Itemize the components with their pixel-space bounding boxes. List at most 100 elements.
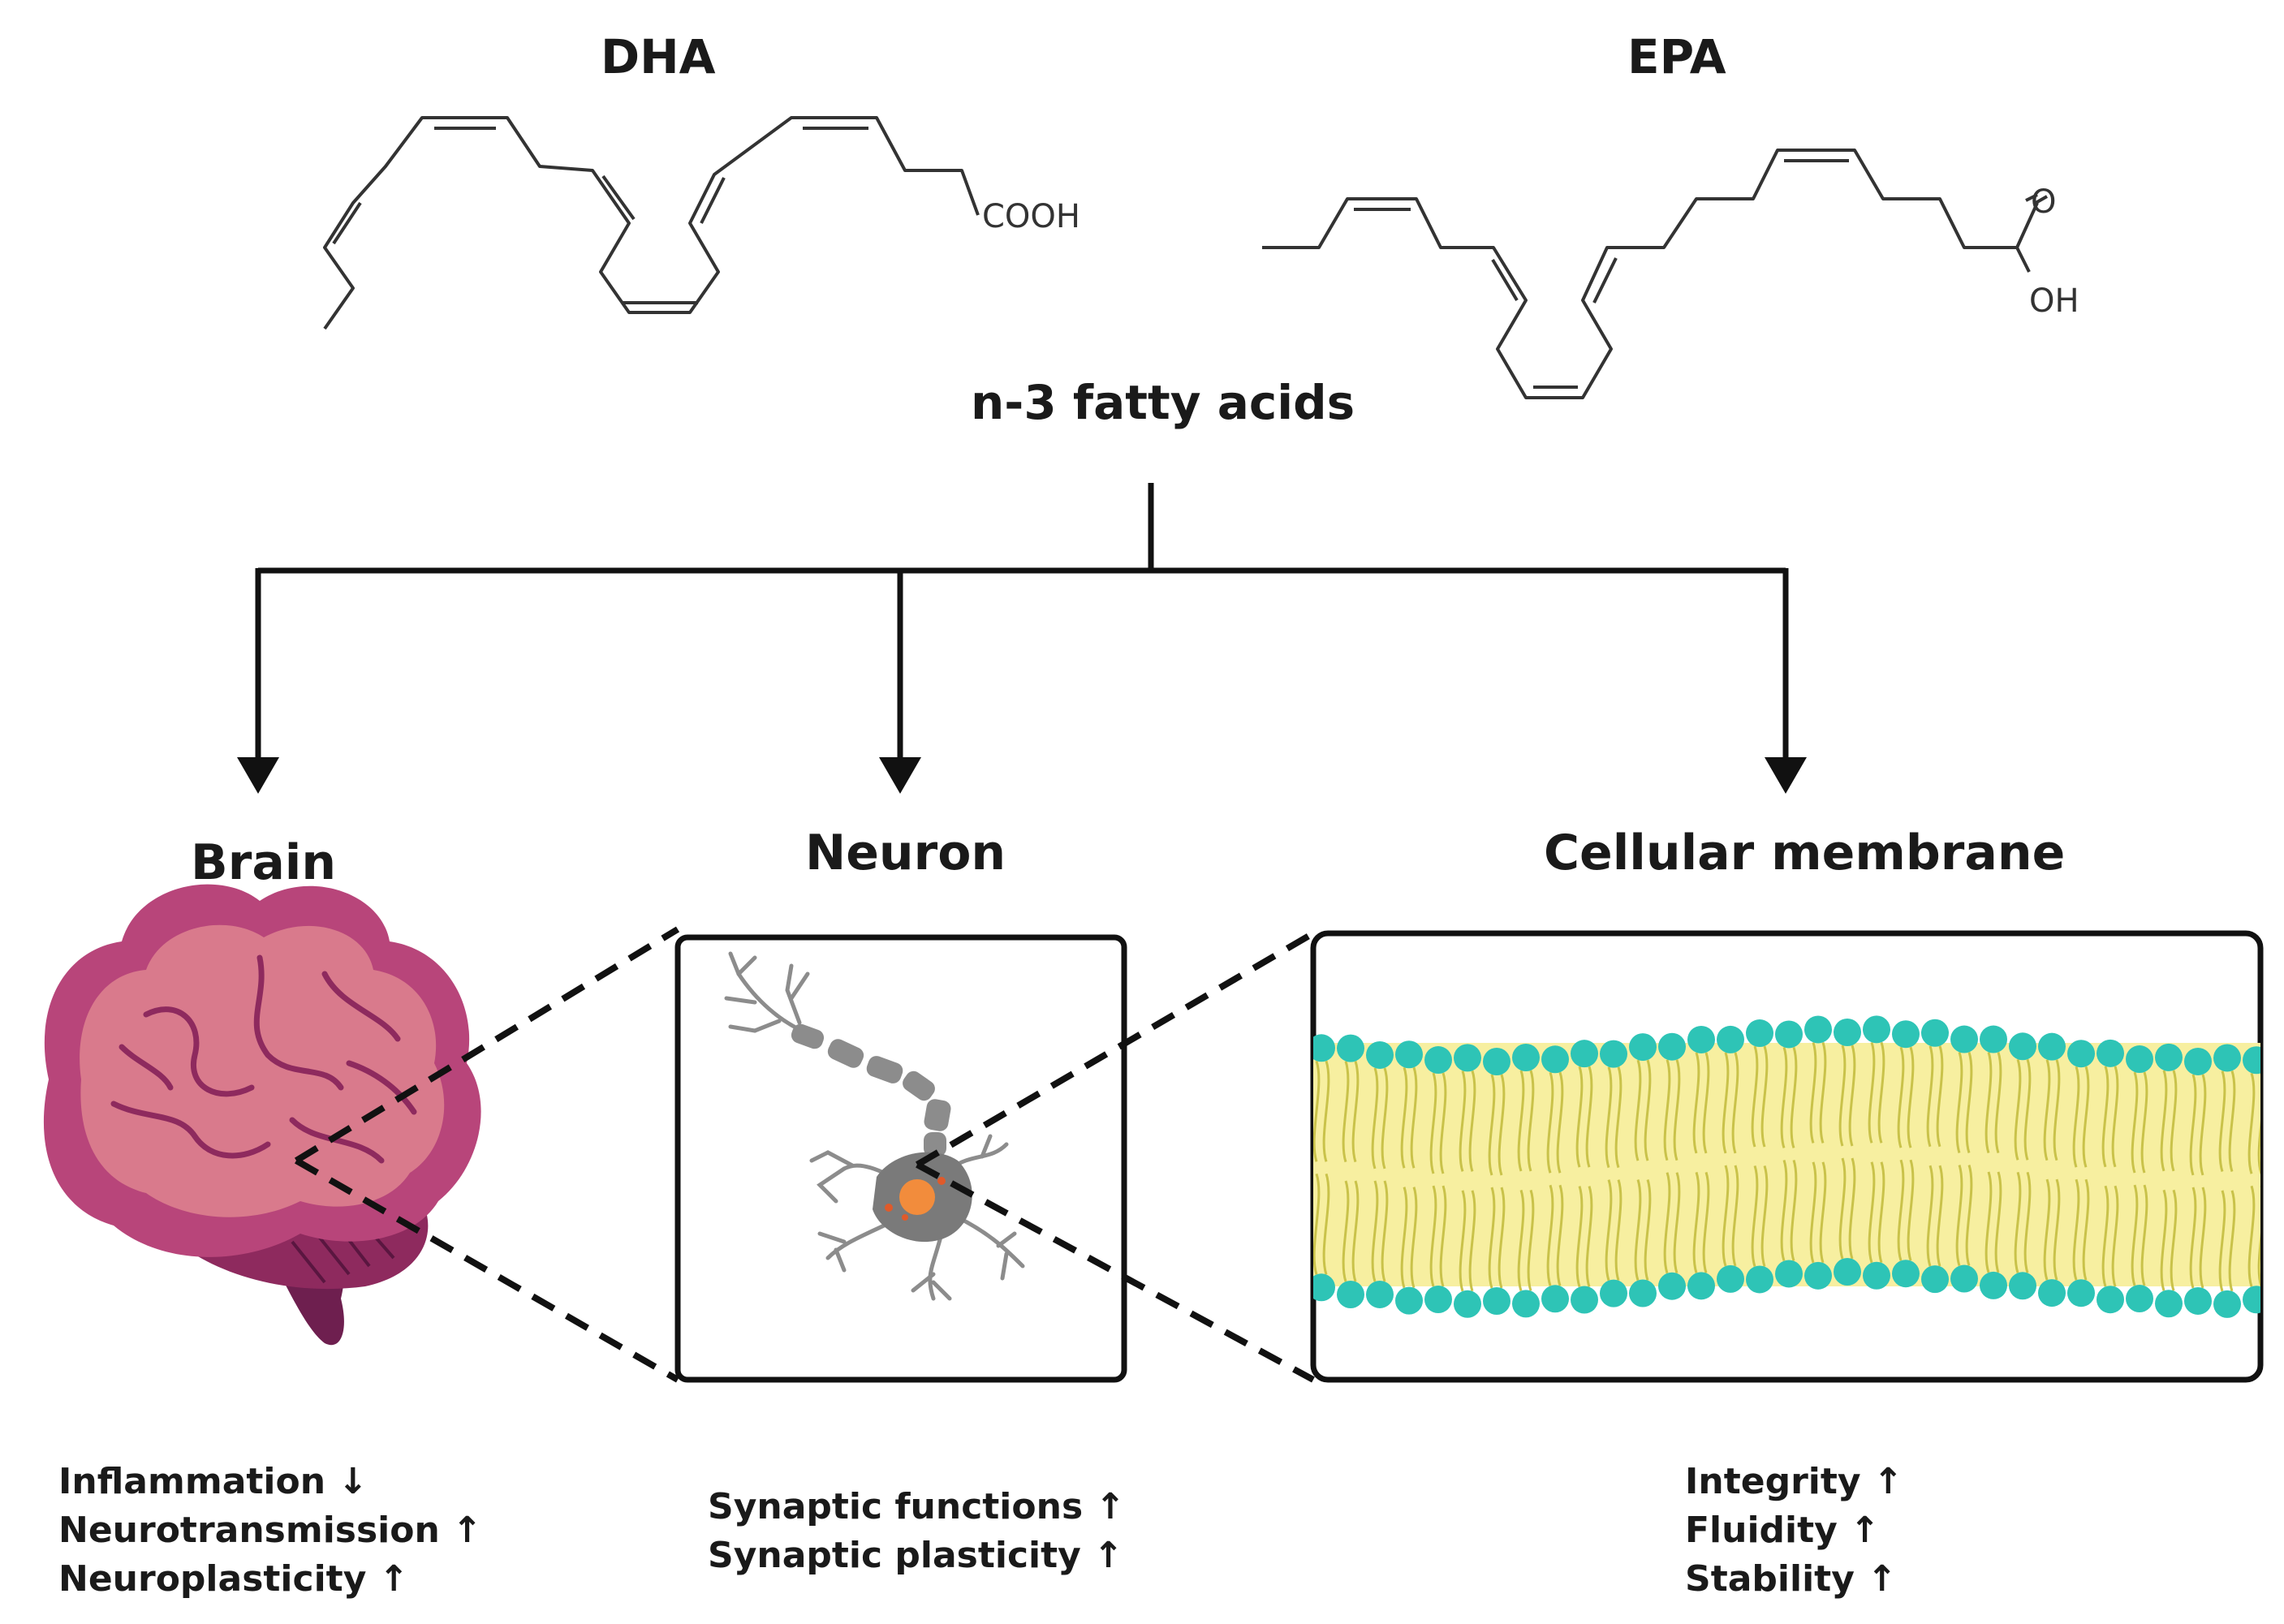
membrane-illustration [1313,1015,2260,1318]
lipid-head-outer [2155,1043,2183,1071]
lipid-tail [1585,1066,1593,1168]
effect-item: Neurotransmission ↑ [58,1510,482,1551]
lipid-head-inner [1483,1286,1510,1315]
lipid-head-outer [1571,1040,1598,1068]
lipid-tail [1322,1060,1330,1162]
lipid-tail [1731,1052,1739,1154]
lipid-head-inner [1424,1286,1452,1314]
lipid-head-inner [1512,1290,1540,1318]
lipid-tail [2228,1190,2236,1292]
lipid-head-inner [2009,1272,2036,1300]
lipid-tail [1751,1165,1759,1267]
lipid-tail [1313,1060,1321,1162]
lipid-head-inner [1395,1286,1423,1315]
lipid-tail [2101,1066,2109,1168]
lipid-tail [1819,1161,1827,1264]
lipid-tail [1907,1046,1915,1148]
lipid-tail [1459,1190,1467,1292]
epa-title: EPA [1627,29,1726,84]
lipid-tail [1313,1173,1321,1275]
lipid-tail [1955,1165,1963,1266]
lipid-head-inner [1775,1260,1803,1288]
lipid-tail [1984,1171,1993,1273]
lipid-tail [1760,1045,1769,1148]
lipid-tail [1692,1052,1700,1154]
lipid-tail [1994,1052,2002,1153]
lipid-head-outer [2126,1045,2153,1074]
zoom-lines-brain [294,926,680,1383]
lipid-tail [2111,1185,2119,1287]
lipid-tail [2023,1171,2032,1273]
lipid-head-inner [1629,1279,1657,1307]
lipid-tail [2199,1187,2207,1289]
lipid-head-outer [1980,1025,2007,1053]
lipid-tail [2218,1070,2226,1172]
lipid-head-inner [1658,1272,1686,1300]
lipid-tail [1468,1190,1476,1292]
lipid-tail [1751,1045,1759,1148]
brain-illustration [43,884,481,1346]
lipid-head-outer [1717,1025,1744,1053]
lipid-head-inner [2155,1290,2183,1318]
lipid-head-inner [1366,1280,1394,1308]
lipid-tail [1605,1179,1613,1282]
lipid-tail [1634,1179,1642,1281]
lipid-tail [1848,1157,1856,1260]
arrow-head-neuron [879,757,921,794]
lipid-tail [2228,1070,2236,1172]
epa-oh-label: OH [2029,282,2079,320]
lipid-tail [1410,1066,1418,1169]
lipid-tail [1868,1161,1876,1264]
lipid-tail [2189,1074,2197,1176]
lipid-tail [1575,1066,1584,1168]
lipid-tail [1322,1173,1330,1275]
effect-item: Synaptic plasticity ↑ [708,1535,1124,1576]
lipid-tail [1546,1184,1554,1286]
lipid-head-outer [1746,1019,1773,1048]
lipid-tail [2043,1059,2051,1161]
category-title-neuron: Neuron [805,825,1006,881]
lipid-head-outer [2184,1047,2212,1075]
lipid-tail [1838,1045,1847,1147]
lipid-tail [2247,1072,2256,1174]
lipid-tail [1439,1072,1447,1174]
lipid-tail [1351,1061,1360,1163]
lipid-tail [2111,1066,2119,1168]
lipid-tail [2131,1071,2139,1174]
lipid-tail [1877,1161,1885,1264]
lipid-tail [1965,1165,1973,1266]
lipid-tail [1868,1041,1876,1144]
lipid-tail [2160,1189,2168,1291]
dha-cooh-label: COOH [982,198,1080,235]
lipid-head-outer [1337,1034,1364,1062]
lipid-tail [1400,1066,1408,1169]
lipid-head-inner [1980,1271,2007,1299]
lipid-tail [1692,1171,1700,1273]
lipid-tail [2218,1190,2226,1292]
arrow-head-brain [237,757,279,794]
arrow-head-membrane [1765,757,1807,794]
lipid-head-outer [1687,1025,1715,1053]
lipid-head-outer [1863,1015,1890,1044]
lipid-tail [2189,1187,2197,1289]
lipid-tail [2257,1072,2260,1174]
lipid-tail [1614,1066,1623,1169]
lipid-tail [2131,1184,2139,1286]
lipid-tail [1556,1071,1564,1174]
lipid-tail [1488,1187,1496,1289]
lipid-tail [1819,1041,1827,1144]
lipid-tail [2247,1185,2256,1287]
lipid-head-outer [1483,1047,1510,1075]
lipid-tail [1605,1066,1613,1169]
lipid-head-outer [1424,1046,1452,1075]
lipid-tail [1575,1186,1584,1288]
epa-structure [1262,149,2048,399]
lipid-tail [1673,1172,1681,1274]
lipid-tail [1897,1159,1905,1261]
lipid-tail [1459,1070,1467,1172]
lipid-tail [2160,1070,2168,1172]
lipid-tail [1488,1074,1496,1176]
lipid-tail [1994,1171,2002,1273]
